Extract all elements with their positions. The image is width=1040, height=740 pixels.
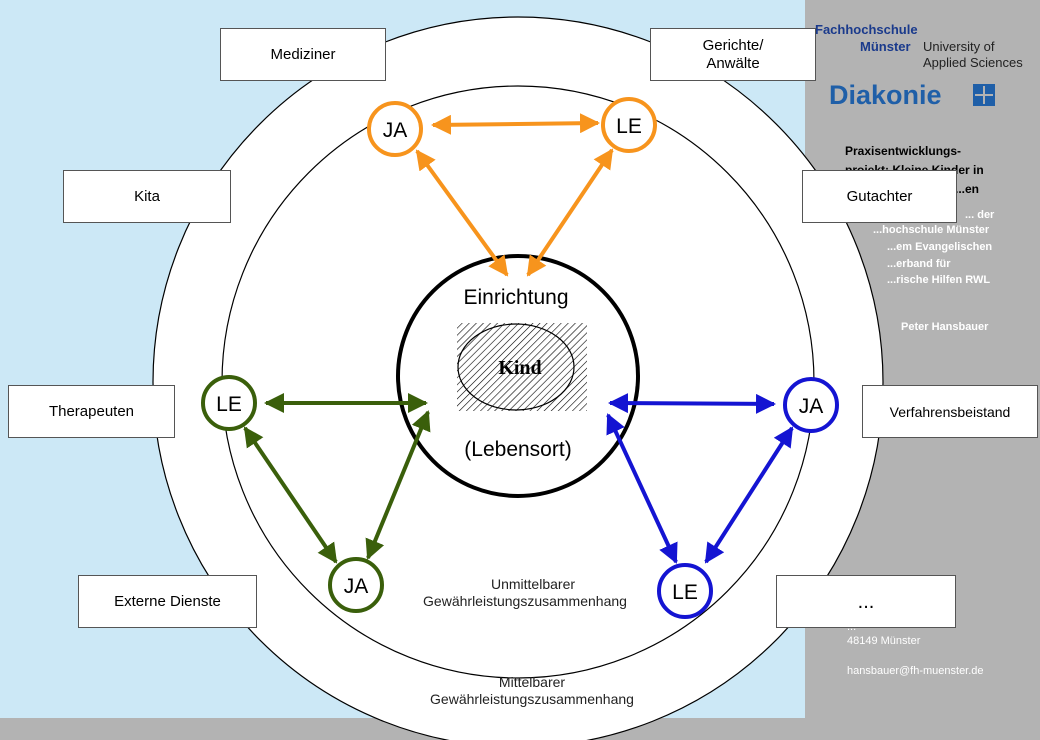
fh-logo-applied: Applied Sciences — [923, 55, 1023, 70]
einrichtung-label: Einrichtung — [463, 286, 568, 309]
node-top-le-label: LE — [616, 115, 642, 138]
box-gerichte: Gerichte/ Anwälte — [650, 28, 816, 81]
box-gutachter: Gutachter — [802, 170, 957, 223]
project-title-3: ...en — [955, 182, 980, 196]
inner-zone-label-2: Gewährleistungszusammenhang — [423, 593, 627, 609]
kind-ellipse — [457, 323, 575, 411]
node-right-le-label: LE — [672, 581, 698, 604]
box-mediziner: Mediziner — [220, 28, 386, 81]
project-title-1: Praxisentwicklungs- — [845, 144, 962, 158]
box-gerichte-label-2: Anwälte — [706, 54, 760, 72]
arrow-top-ja-einrichtung — [415, 149, 509, 277]
diakonie-logo: Diakonie — [829, 80, 1029, 110]
box-verfahrensbeistand-label: Verfahrensbeistand — [889, 403, 1011, 420]
fh-logo-line1: Fachhochschule — [815, 22, 918, 37]
fh-logo: Fachhochschule Münster University of App… — [815, 22, 1035, 72]
arrow-right-einrichtung-ja — [608, 393, 776, 414]
box-kita-label: Kita — [134, 187, 160, 205]
box-more: ... — [776, 575, 956, 628]
box-therapeuten: Therapeuten — [8, 385, 175, 438]
diakonie-wordmark: Diakonie — [829, 80, 942, 110]
box-gerichte-label-1: Gerichte/ — [702, 36, 764, 54]
kind-label: Kind — [498, 357, 541, 379]
partner-line-1: ... der — [965, 209, 995, 221]
node-left-le-label: LE — [216, 393, 242, 416]
node-right-le: LE — [657, 563, 713, 619]
outer-zone-label-2: Gewährleistungszusammenhang — [430, 691, 634, 707]
outer-zone-label-1: Mittelbarer — [499, 674, 565, 690]
arrow-top-ja-le — [431, 113, 600, 135]
diakonie-cross-icon — [973, 84, 995, 106]
box-kita: Kita — [63, 170, 231, 223]
lebensort-label: (Lebensort) — [464, 438, 571, 461]
node-right-ja: JA — [783, 377, 839, 433]
node-top-ja: JA — [367, 101, 423, 157]
contact-email: hansbauer@fh-muenster.de — [847, 665, 984, 677]
node-right-ja-label: JA — [799, 395, 824, 418]
arrow-left-ja-einrichtung — [365, 410, 431, 560]
node-top-le: LE — [601, 97, 657, 153]
box-externe-dienste: Externe Dienste — [78, 575, 257, 628]
partner-line-4: ...erband für — [887, 258, 951, 270]
box-mediziner-label: Mediziner — [270, 45, 336, 63]
box-therapeuten-label: Therapeuten — [48, 402, 135, 420]
arrow-left-le-ja — [243, 426, 338, 564]
box-more-label: ... — [857, 590, 875, 613]
person-name: Peter Hansbauer — [901, 321, 989, 333]
box-gutachter-label: Gutachter — [846, 187, 913, 205]
partner-line-5: ...rische Hilfen RWL — [887, 274, 991, 286]
arrow-right-ja-le — [704, 426, 794, 564]
node-left-ja: JA — [328, 557, 384, 613]
kind-hatched-area — [457, 323, 587, 411]
partner-line-3: ...em Evangelischen — [887, 241, 993, 253]
partner-line-2: ...hochschule Münster — [873, 224, 990, 236]
arrow-right-einrichtung-le — [606, 413, 678, 564]
box-verfahrensbeistand: Verfahrensbeistand — [862, 385, 1038, 438]
node-left-le: LE — [201, 375, 257, 431]
node-left-ja-label: JA — [344, 575, 369, 598]
node-top-ja-label: JA — [383, 119, 408, 142]
address-city: 48149 Münster — [847, 635, 921, 647]
fh-logo-line2: Münster — [860, 39, 911, 54]
box-externe-dienste-label: Externe Dienste — [114, 592, 221, 610]
inner-zone-label-1: Unmittelbarer — [491, 576, 575, 592]
arrow-top-le-einrichtung — [526, 148, 614, 277]
fh-logo-university: University of — [923, 39, 995, 54]
